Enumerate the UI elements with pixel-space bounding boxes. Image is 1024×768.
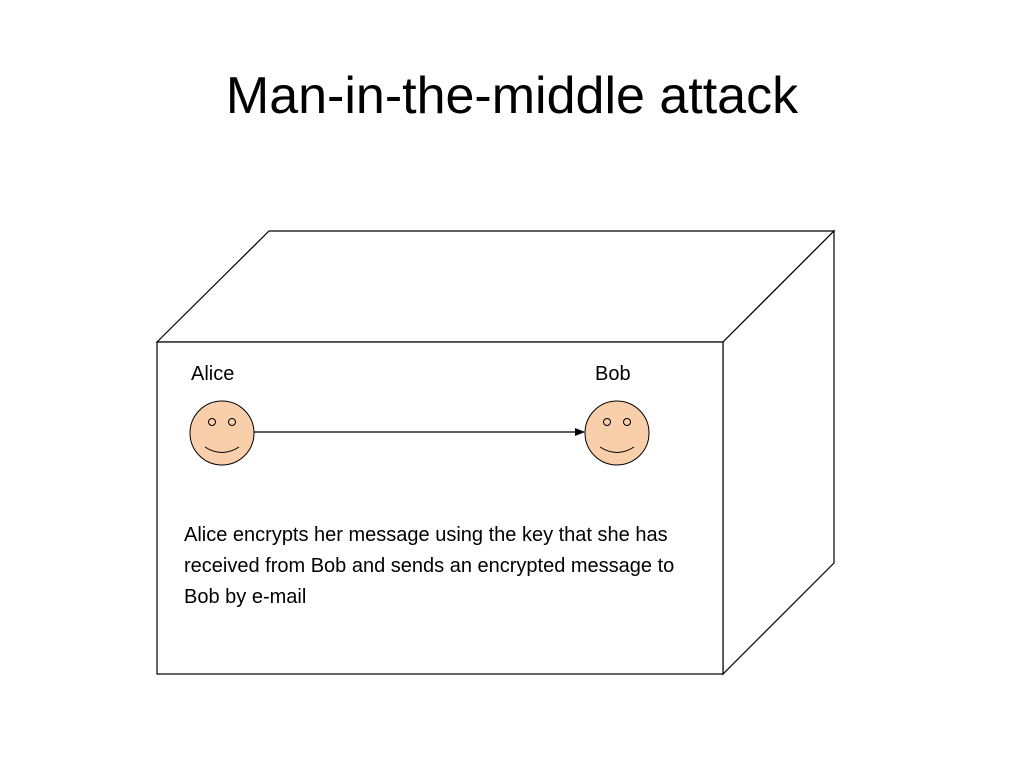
box-front-face <box>156 341 724 675</box>
bob-label: Bob <box>595 363 631 385</box>
diagram-caption: Alice encrypts her message using the key… <box>184 524 675 608</box>
box-top-face <box>155 230 836 343</box>
bob-smiley-icon <box>584 400 650 466</box>
slide-title: Man-in-the-middle attack <box>225 67 799 125</box>
alice-smiley-icon <box>189 400 255 466</box>
alice-label: Alice <box>191 363 235 385</box>
